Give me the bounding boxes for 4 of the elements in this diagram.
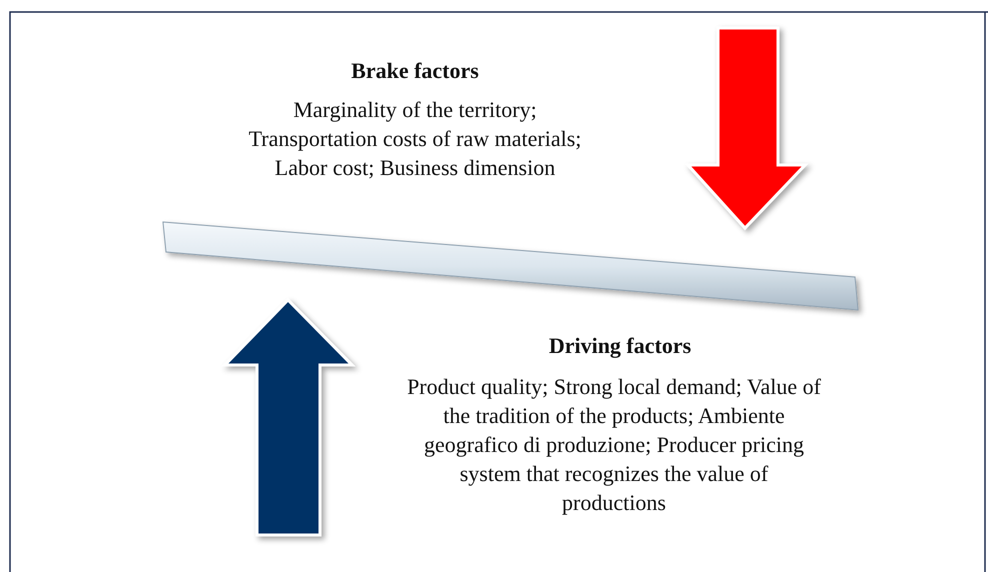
factor-list: Product quality; Strong local demand; Value of the tradition of the products; Ambiente geografico di produzione; Producer pricing system that recognizes the value of productions bbox=[407, 372, 821, 517]
heading: Brake factors bbox=[350, 57, 480, 85]
heading: Driving factors bbox=[548, 332, 692, 360]
factor-list: Marginality of the territory; Transportation costs of raw materials; Labor cost; Business dimension bbox=[242, 95, 588, 182]
